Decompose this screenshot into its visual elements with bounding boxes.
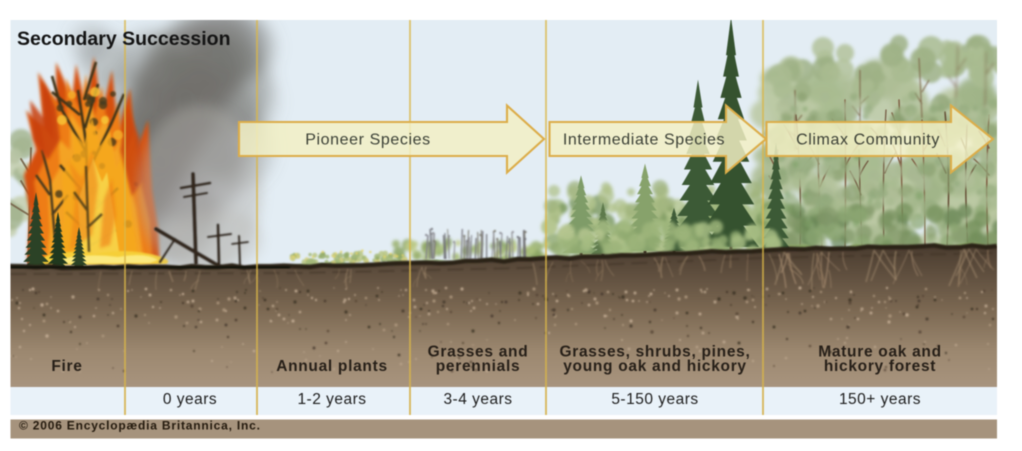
svg-text:perennials: perennials xyxy=(436,358,521,375)
svg-text:0 years: 0 years xyxy=(163,391,217,408)
svg-text:young oak and hickory: young oak and hickory xyxy=(563,358,747,375)
svg-text:hickory forest: hickory forest xyxy=(824,358,936,375)
svg-text:Mature oak and: Mature oak and xyxy=(818,344,942,361)
svg-text:Fire: Fire xyxy=(51,358,82,375)
svg-text:Climax Community: Climax Community xyxy=(796,132,940,149)
svg-text:Grasses, shrubs, pines,: Grasses, shrubs, pines, xyxy=(560,344,751,361)
svg-text:Annual plants: Annual plants xyxy=(276,358,388,375)
svg-text:3-4 years: 3-4 years xyxy=(443,391,512,408)
svg-text:5-150 years: 5-150 years xyxy=(611,391,698,408)
svg-text:150+ years: 150+ years xyxy=(839,391,921,408)
svg-text:Grasses and: Grasses and xyxy=(428,344,529,361)
svg-text:Secondary Succession: Secondary Succession xyxy=(17,28,231,50)
svg-text:© 2006 Encyclopædia Britannica: © 2006 Encyclopædia Britannica, Inc. xyxy=(19,419,261,433)
svg-text:1-2 years: 1-2 years xyxy=(297,391,366,408)
svg-text:Intermediate Species: Intermediate Species xyxy=(563,132,725,149)
svg-text:Pioneer Species: Pioneer Species xyxy=(305,132,431,149)
